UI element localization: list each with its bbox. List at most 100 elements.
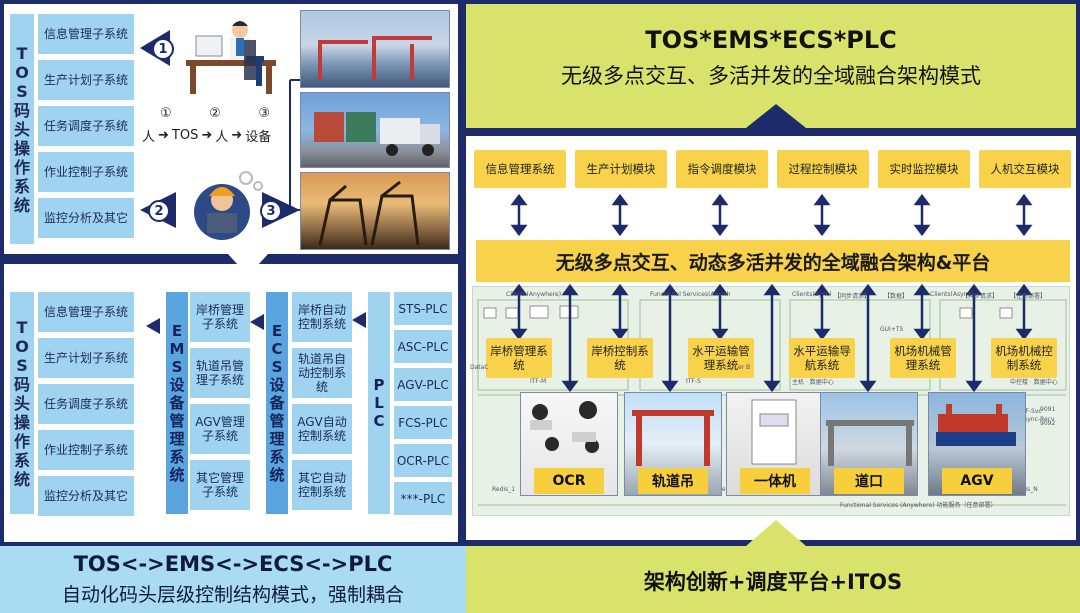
arch-bg-label: Clients(Anywhere) xyxy=(506,291,562,298)
vertical-char: 码 xyxy=(13,374,30,394)
vertical-char: 码 xyxy=(13,100,30,120)
arch-bg-label: 【任意部署】 xyxy=(1010,293,1047,300)
system-item: 水平运输管理系统 xyxy=(688,338,754,378)
flow-num-1: ① xyxy=(160,106,172,121)
bl-subsystem-item: 作业控制子系统 xyxy=(38,430,134,470)
arch-bg-label: 【数据】 xyxy=(884,293,909,300)
vertical-char: 作 xyxy=(13,157,30,177)
arch-bg-label: Clients(Async) xyxy=(930,291,974,298)
br-banner xyxy=(466,546,1080,613)
flow-label-device: 设备 xyxy=(245,129,272,145)
vertical-char: 头 xyxy=(13,393,30,413)
arch-bg-label: ITF-M xyxy=(530,378,547,385)
vertical-char: L xyxy=(374,394,384,412)
bl-subsystem-item: 生产计划子系统 xyxy=(38,338,134,378)
vertical-char: 系 xyxy=(269,448,285,466)
vertical-char: C xyxy=(373,412,385,430)
bl-subsystem-item: 任务调度子系统 xyxy=(38,384,134,424)
vertical-char: M xyxy=(169,340,185,358)
bl-caption-band xyxy=(0,546,466,613)
arch-bg-label: Async-Recv xyxy=(1020,416,1055,423)
tl-subsystem-item: 生产计划子系统 xyxy=(38,60,134,100)
ems-item: 其它管理子系统 xyxy=(190,460,250,510)
tr-banner-line1: TOS*EMS*ECS*PLC xyxy=(645,26,897,54)
tl-subsystem-item: 任务调度子系统 xyxy=(38,106,134,146)
equipment-label: OCR xyxy=(534,468,604,494)
plc-item: AGV-PLC xyxy=(394,368,452,401)
ems-item: 轨道吊管理子系统 xyxy=(190,348,250,398)
badge-2: 2 xyxy=(148,200,170,222)
vertical-char: O xyxy=(15,336,29,356)
flow-label-person-1: 人 xyxy=(142,129,156,145)
vertical-char: 统 xyxy=(269,466,285,484)
vertical-char: 设 xyxy=(269,376,285,394)
flow-label-tos: TOS xyxy=(171,127,199,143)
arch-bg-label: DataC xyxy=(470,364,489,371)
vertical-char: S xyxy=(171,358,183,376)
tr-banner xyxy=(466,4,1076,128)
vertical-char: 操 xyxy=(13,138,30,158)
arrow-right-icon: ➜ xyxy=(201,127,213,143)
vertical-char: 系 xyxy=(13,450,30,470)
module-item: 人机交互模块 xyxy=(979,150,1071,188)
vertical-char: 统 xyxy=(13,195,30,215)
arch-bg-label: 9092 xyxy=(1040,420,1056,427)
vertical-char: 系 xyxy=(169,448,185,466)
arch-bg-label: er B xyxy=(738,364,751,371)
arch-bg-label: 9091 xyxy=(1040,406,1056,413)
vertical-char: E xyxy=(171,322,183,340)
vertical-char: 管 xyxy=(269,412,285,430)
module-item: 信息管理系统 xyxy=(474,150,566,188)
module-item: 生产计划模块 xyxy=(575,150,667,188)
bl-caption-line1: TOS<->EMS<->ECS<->PLC xyxy=(73,552,393,576)
badge-3: 3 xyxy=(260,200,282,222)
flow-label-row: 人 ➜ TOS ➜ 人 ➜ 设备 xyxy=(142,126,292,145)
bl-caption-line2: 自动化码头层级控制结构模式，强制耦合 xyxy=(61,584,404,606)
tl-subsystem-item: 作业控制子系统 xyxy=(38,152,134,192)
vertical-char: S xyxy=(16,355,28,375)
arch-bg-label: 中控楼 · 数据中心 xyxy=(1010,379,1058,386)
arch-bg-label: 主机 · 数据中心 xyxy=(792,379,834,386)
vertical-char: 备 xyxy=(269,394,285,412)
tl-subsystem-item: 信息管理子系统 xyxy=(38,14,134,54)
equipment-label: AGV xyxy=(942,468,1012,494)
plc-item: ASC-PLC xyxy=(394,330,452,363)
vertical-char: T xyxy=(16,43,28,63)
vertical-char: E xyxy=(271,322,283,340)
vertical-char: 头 xyxy=(13,119,30,139)
badge-1: 1 xyxy=(152,38,174,60)
arch-bg-label: ITF-S xyxy=(686,378,701,385)
tr-banner-line2: 无级多点交互、多活并发的全域融合架构模式 xyxy=(561,64,981,88)
arch-bg-label: ITF-Svc xyxy=(1020,408,1042,415)
vertical-char: S xyxy=(16,81,28,101)
ecs-item: AGV自动控制系统 xyxy=(292,404,352,454)
system-item: 水平运输导航系统 xyxy=(789,338,855,378)
vertical-char: 统 xyxy=(169,466,185,484)
equipment-label: 道口 xyxy=(834,468,904,494)
vertical-char: T xyxy=(16,317,28,337)
vertical-char: 理 xyxy=(269,430,285,448)
vertical-char: 管 xyxy=(169,412,185,430)
br-banner-caption: 架构创新+调度平台+ITOS xyxy=(643,570,903,594)
arrow-right-icon: ➜ xyxy=(231,127,243,143)
arch-bg-label: 【同步请求】 xyxy=(834,293,871,300)
plc-item: OCR-PLC xyxy=(394,444,452,477)
ems-item: AGV管理子系统 xyxy=(190,404,250,454)
arch-bg-label: Functional Services (Anywhere) 功能服务（任意部署… xyxy=(840,502,997,509)
equipment-label: 轨道吊 xyxy=(638,468,708,494)
